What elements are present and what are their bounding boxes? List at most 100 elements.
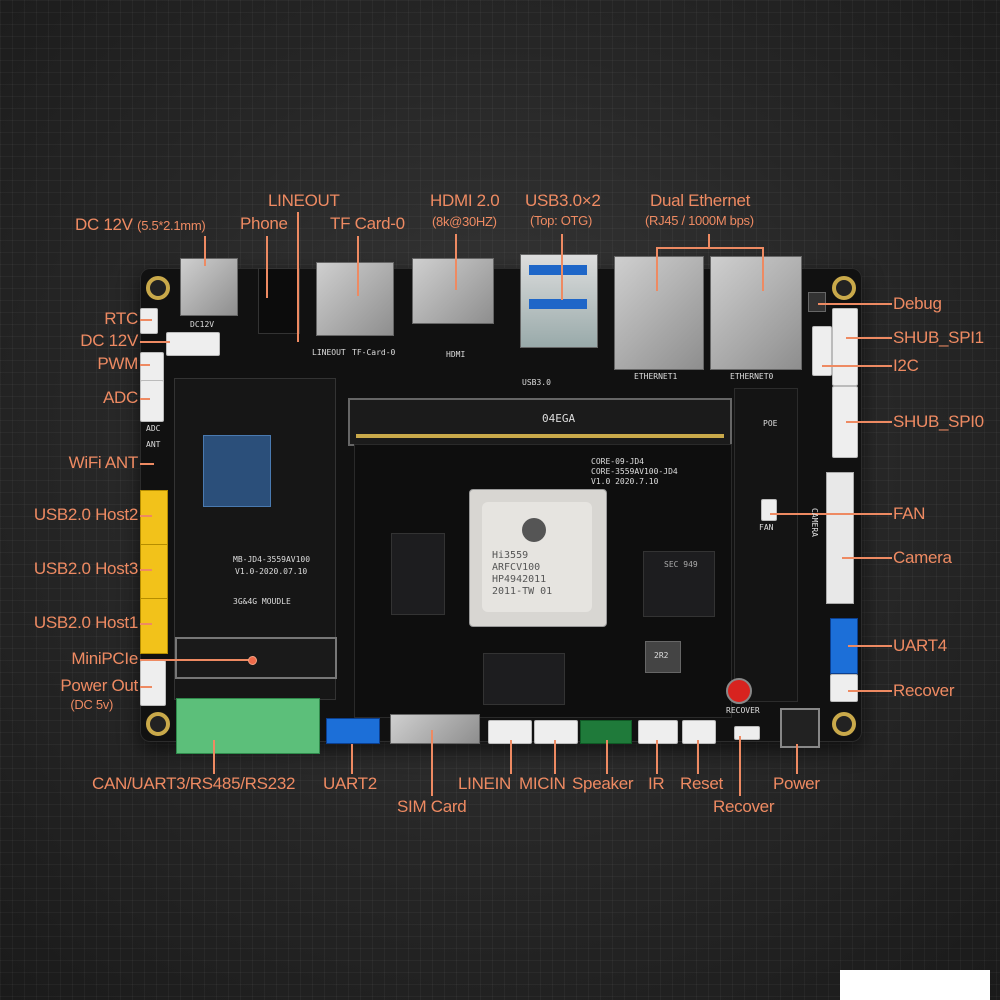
label-tf-card: TF Card-0 xyxy=(330,214,405,233)
label-minipcie: MiniPCIe xyxy=(71,649,138,668)
usb3-port xyxy=(520,254,598,348)
label-i2c: I2C xyxy=(893,356,919,375)
label-usb2-host3: USB2.0 Host3 xyxy=(33,559,138,578)
label-speaker: Speaker xyxy=(572,774,634,793)
inductor: 2R2 xyxy=(645,641,681,673)
soc-text: Hi3559 xyxy=(492,550,529,561)
silk-core-model: CORE-3559AV100-JD4 xyxy=(591,467,678,476)
white-corner-patch xyxy=(840,970,990,1000)
label-power: Power xyxy=(773,774,820,793)
label-power-out: Power Out xyxy=(60,676,138,695)
hisilicon-logo xyxy=(522,518,546,542)
soc-text: 2011-TW 01 xyxy=(492,586,553,597)
power-switch xyxy=(780,708,820,748)
soc-chip: Hi3559 ARFCV100 HP4942011 2011-TW 01 xyxy=(469,489,607,627)
circuit-board: DC12V LINEOUT TF-Card-0 HDMI USB3.0 ETHE… xyxy=(140,254,862,754)
label-phone: Phone xyxy=(240,214,288,233)
label-usb3: USB3.0×2 xyxy=(525,191,601,210)
label-usb2-host2: USB2.0 Host2 xyxy=(33,505,138,524)
silk-camera: CAMERA xyxy=(809,508,819,537)
silk-recover: RECOVER xyxy=(726,706,760,715)
wifi-module xyxy=(203,435,271,507)
silk-dc: DC12V xyxy=(190,320,215,329)
ddr-chip xyxy=(483,653,565,705)
sim-card-slot xyxy=(390,714,480,744)
mount-hole xyxy=(832,276,856,300)
silk-tf: TF-Card-0 xyxy=(352,348,396,357)
label-dual-ethernet: Dual Ethernet xyxy=(650,191,751,210)
fan-header xyxy=(761,499,777,521)
soc-text: ARFCV100 xyxy=(492,562,541,573)
label-lineout: LINEOUT xyxy=(268,191,340,210)
silk-eth1: ETHERNET1 xyxy=(634,372,678,381)
dc12v-header xyxy=(166,332,220,356)
label-rtc: RTC xyxy=(104,309,138,328)
label-text: DC 12V xyxy=(75,215,133,234)
ir-header xyxy=(638,720,678,744)
label-dual-ethernet-sub: (RJ45 / 1000M bps) xyxy=(645,213,754,228)
micin-header xyxy=(534,720,578,744)
ethernet1-port xyxy=(614,256,704,370)
silk-ant: ANT xyxy=(146,440,161,449)
silk-module: 3G&4G MOUDLE xyxy=(233,597,291,606)
inductor-text: 2R2 xyxy=(654,651,669,660)
label-camera: Camera xyxy=(893,548,952,567)
label-hdmi: HDMI 2.0 xyxy=(430,191,500,210)
tf-card-slot xyxy=(316,262,394,336)
terminal-block xyxy=(176,698,320,754)
soc-text: HP4942011 xyxy=(492,574,547,585)
label-recover-bottom: Recover xyxy=(713,797,775,816)
silk-eth0: ETHERNET0 xyxy=(730,372,774,381)
camera-connector xyxy=(826,472,854,604)
audio-jack xyxy=(258,268,300,334)
silk-poe: POE xyxy=(763,419,778,428)
silk-usb: USB3.0 xyxy=(522,378,551,387)
core-board: CORE-09-JD4 CORE-3559AV100-JD4 V1.0 2020… xyxy=(354,444,732,718)
slot-label: 04EGA xyxy=(542,412,576,425)
sodimm-slot: 04EGA xyxy=(348,398,732,446)
adc-header xyxy=(140,380,164,422)
reset-header xyxy=(682,720,716,744)
label-shub-spi1: SHUB_SPI1 xyxy=(893,328,984,347)
usb2-host3-header xyxy=(140,544,168,600)
label-debug: Debug xyxy=(893,294,942,313)
label-dc12v-jack: DC 12V (5.5*2.1mm) xyxy=(75,215,206,234)
label-wifi-ant: WiFi ANT xyxy=(68,453,139,472)
mount-hole xyxy=(146,712,170,736)
recover-header xyxy=(830,674,858,702)
silk-adc: ADC xyxy=(146,424,161,433)
label-can-uart3: CAN/UART3/RS485/RS232 xyxy=(92,774,296,793)
shub-spi1-header xyxy=(832,308,858,386)
usb2-host2-header xyxy=(140,490,168,546)
ram-chip: SEC 949 xyxy=(643,551,715,617)
rtc-header xyxy=(140,308,158,334)
label-reset: Reset xyxy=(680,774,723,793)
recover-switch xyxy=(734,726,760,740)
dc-jack xyxy=(180,258,238,316)
label-power-out-sub: (DC 5v) xyxy=(70,697,113,712)
hdmi-port xyxy=(412,258,494,324)
emmc-chip xyxy=(391,533,445,615)
debug-header xyxy=(808,292,826,312)
module-board: MB-JD4-3559AV100 V1.0-2020.07.10 3G&4G M… xyxy=(174,378,337,700)
silk-mb-version: V1.0-2020.07.10 xyxy=(235,567,308,576)
label-shub-spi0: SHUB_SPI0 xyxy=(893,412,984,431)
label-micin: MICIN xyxy=(519,774,566,793)
silk-core: CORE-09-JD4 xyxy=(591,457,644,466)
label-pwm: PWM xyxy=(97,354,138,373)
ethernet0-port xyxy=(710,256,802,370)
label-hdmi-sub: (8k@30HZ) xyxy=(432,214,497,229)
label-linein: LINEIN xyxy=(458,774,511,793)
i2c-header xyxy=(812,326,832,376)
label-usb3-sub: (Top: OTG) xyxy=(530,213,593,228)
usb2-host1-header xyxy=(140,598,168,654)
poe-area: POE FAN xyxy=(734,388,798,702)
mount-hole xyxy=(832,712,856,736)
label-ir: IR xyxy=(648,774,665,793)
label-sim-card: SIM Card xyxy=(397,797,467,816)
label-uart2: UART2 xyxy=(323,774,377,793)
silk-hdmi: HDMI xyxy=(446,350,466,359)
label-recover-right: Recover xyxy=(893,681,955,700)
label-uart4: UART4 xyxy=(893,636,947,655)
mount-hole xyxy=(146,276,170,300)
